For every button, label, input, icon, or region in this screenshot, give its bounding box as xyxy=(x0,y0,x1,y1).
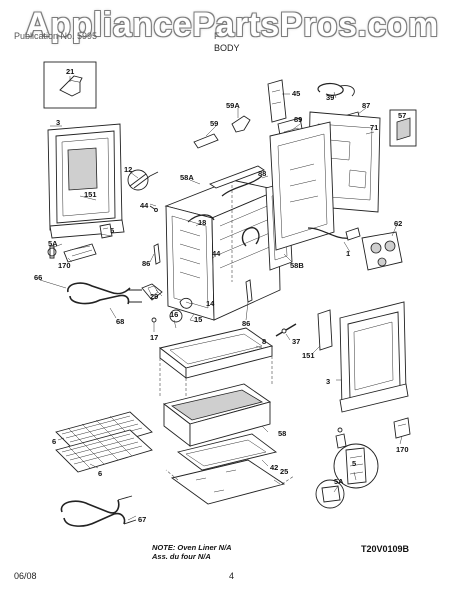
diagram-code: T20V0109B xyxy=(361,544,410,554)
part-label-57: 57 xyxy=(398,111,406,120)
bake-element xyxy=(67,282,142,305)
inset-box-part-21 xyxy=(43,61,97,109)
part-label-6-lower: 6 xyxy=(98,469,102,478)
part-label-5a-right: 5A xyxy=(334,477,344,486)
drawer-frame xyxy=(158,327,274,379)
part-label-42: 42 xyxy=(270,463,278,472)
part-label-170-right: 170 xyxy=(396,445,409,454)
part-number-labels: 21 3 151 5 5A 170 66 68 12 44 58A 18 44 … xyxy=(34,67,409,524)
part-label-29: 29 xyxy=(150,292,158,301)
part-label-3-right: 3 xyxy=(326,377,330,386)
part-label-151-left: 151 xyxy=(84,190,97,199)
part-label-58b: 58B xyxy=(290,261,304,270)
part-label-67: 67 xyxy=(138,515,146,524)
note-line-english: NOTE: Oven Liner N/A xyxy=(152,543,232,552)
part-label-66: 66 xyxy=(34,273,42,282)
right-oven-door xyxy=(339,301,409,413)
detail-circle-clip xyxy=(315,479,345,509)
part-label-59: 59 xyxy=(210,119,218,128)
part-label-5-right: 5 xyxy=(352,459,356,468)
part-label-37: 37 xyxy=(292,337,300,346)
part-label-58a: 58A xyxy=(180,173,194,182)
part-label-18: 18 xyxy=(198,218,206,227)
watermark-logo: AppliancePartsPros.com xyxy=(25,6,439,44)
part-label-86-right: 86 xyxy=(242,319,250,328)
part-label-68: 68 xyxy=(116,317,124,326)
part-label-88: 88 xyxy=(258,169,266,178)
part-label-89: 89 xyxy=(294,115,302,124)
footer-page-number: 4 xyxy=(229,571,235,581)
part-label-15: 15 xyxy=(194,315,202,324)
part-label-5a-left: 5A xyxy=(48,239,58,248)
part-label-86-left: 86 xyxy=(142,259,150,268)
broil-element xyxy=(60,495,137,527)
part-label-17: 17 xyxy=(150,333,158,342)
part-label-25: 25 xyxy=(280,467,288,476)
part-label-16: 16 xyxy=(170,310,178,319)
part-label-62: 62 xyxy=(394,219,402,228)
oven-cavity xyxy=(164,179,281,321)
left-oven-door xyxy=(47,123,125,239)
part-label-3-left: 3 xyxy=(56,118,60,127)
part-label-14: 14 xyxy=(206,299,215,308)
part-label-44-left: 44 xyxy=(140,201,149,210)
part-label-1: 1 xyxy=(346,249,350,258)
oven-racks xyxy=(55,411,153,473)
part-label-151-right: 151 xyxy=(302,351,315,360)
part-label-12: 12 xyxy=(124,165,132,174)
part-label-5-left: 5 xyxy=(110,226,114,235)
header-right-text: F xyxy=(214,31,220,41)
part-label-45: 45 xyxy=(292,89,300,98)
note-line-french: Ass. du four N/A xyxy=(152,552,211,561)
part-label-8: 8 xyxy=(262,337,266,346)
inset-box-part-57 xyxy=(389,109,417,147)
part-label-39: 39 xyxy=(326,93,334,102)
part-label-44-center: 44 xyxy=(212,249,221,258)
part-label-87: 87 xyxy=(362,101,370,110)
storage-drawer xyxy=(162,383,272,447)
publication-number: Publication No. 5995 xyxy=(14,31,98,41)
part-label-59a: 59A xyxy=(226,101,240,110)
detail-circle-hinge xyxy=(333,443,379,489)
section-title: BODY xyxy=(214,43,240,53)
part-label-21: 21 xyxy=(66,67,74,76)
part-label-58: 58 xyxy=(278,429,286,438)
footer-date: 06/08 xyxy=(14,571,37,581)
part-label-6-upper: 6 xyxy=(52,437,56,446)
part-label-170-left: 170 xyxy=(58,261,71,270)
oven-liner-note: NOTE: Oven Liner N/A Ass. du four N/A xyxy=(152,543,232,561)
part-label-71: 71 xyxy=(370,123,378,132)
